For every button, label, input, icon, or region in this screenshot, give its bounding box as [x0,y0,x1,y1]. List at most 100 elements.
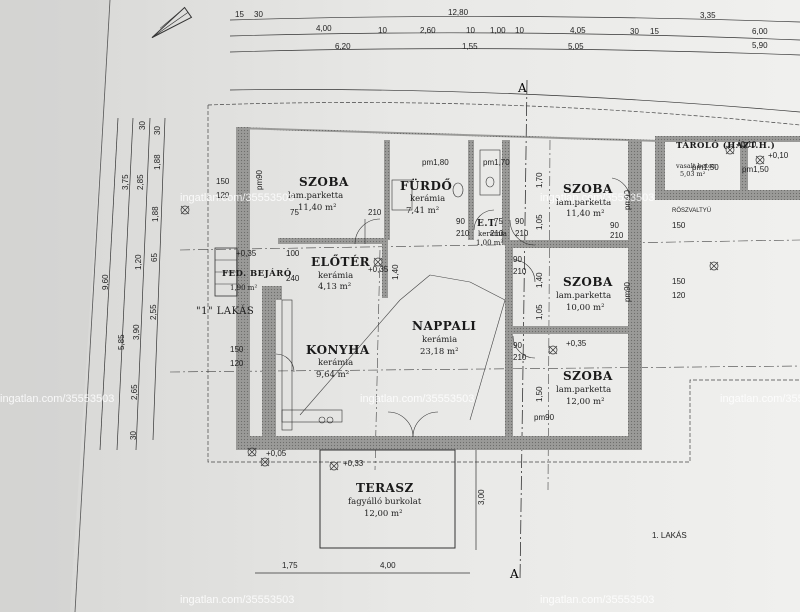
opening-text: pm1,80 [422,158,449,167]
room-area: 11,40 m² [566,209,605,219]
room-szoba-4: SZOBA lam.parketta 12,00 m² [556,369,613,407]
dim-text: 5,90 [752,41,768,50]
dim-text: 2,60 [420,26,436,35]
watermark-text: ingatlan.com/35553503 [540,594,654,606]
room-area: 10,00 m² [566,303,605,313]
room-floor: kerámia [318,357,353,368]
elevation-text: +0,05 [266,449,287,458]
dim-text: 2,55 [149,304,158,320]
door-size-text: 150 [672,277,686,286]
dim-text: 15 [235,10,244,19]
room-name: SZOBA [563,369,613,383]
door-size-text: 210 [513,267,527,276]
dim-text: 9,60 [101,274,110,290]
door-size-text: 90 [515,217,524,226]
elevation-text: +0,35 [368,265,389,274]
room-floor: lam.parketta [556,198,611,208]
elevation-text: +0,35 [566,339,587,348]
north-arrow-icon [151,6,193,39]
room-name: TÁROLÓ (HÁZT.H.) [676,139,775,151]
room-name: FED. BEJÁRÓ [222,267,292,279]
dim-text: 1,55 [462,42,478,51]
dim-text: 1,00 [490,26,506,35]
section-mark-top: A [517,81,527,95]
dim-text: 5,05 [568,42,584,51]
dim-text: 30 [138,121,147,130]
opening-labels: pm1,80 pm90 pm1,50 pm1,70 pm90 pm90 pm90… [255,158,769,422]
room-area: 5,03 m² [680,170,706,178]
room-tarolo: TÁROLÓ (HÁZT.H.) vasalt beton 5,03 m² [675,139,775,178]
dim-text: 12,80 [448,8,469,17]
room-terasz: TERASZ fagyálló burkolat 12,00 m² [348,481,422,519]
top-dim-row2: 4,00 10 2,60 10 1,00 10 4,05 30 15 6,00 [316,24,768,36]
dim-text: 1,75 [282,561,298,570]
room-floor: lam.parketta [556,385,611,395]
dim-text: 4,00 [316,24,332,33]
opening-text: pm90 [255,169,264,190]
room-name: SZOBA [563,182,613,196]
watermark-text: ingatlan.com/35553503 [360,393,474,405]
door-size-text: 90 [610,221,619,230]
door-size-text: 120 [230,359,244,368]
door-size-text: 120 [216,191,230,200]
top-dim-row3: 6,20 1,55 5,05 5,90 [335,41,768,51]
door-size-text: 210 [368,208,382,217]
door-size-text: 100 [286,249,300,258]
room-konyha: KONYHA kerámia 9,64 m² [306,343,370,380]
section-mark-bottom: A [509,567,519,581]
door-size-text: 240 [286,274,300,283]
door-size-text: 90 [456,217,465,226]
dim-text: 4,00 [380,561,396,570]
storage-annex [655,136,800,200]
room-name: ELŐTÉR [311,254,371,269]
door-size-text: 90 [513,341,522,350]
elevation-text: +0,35 [236,249,257,258]
door-size-text: 150 [672,221,686,230]
door-size-text: 210 [456,229,470,238]
room-name: NAPPALI [412,319,476,333]
wall-height-text: 1,40 [391,264,400,280]
elevation-text: +0,10 [768,151,789,160]
sheet-border-left [74,0,111,612]
watermark-text: ingatlan.com/35553503 [0,393,114,405]
watermark-text: ingatlan.com/35553503 [540,192,654,204]
left-dimension-chains [99,117,166,451]
room-name: KONYHA [306,343,370,357]
room-floor: lam.parketta [288,191,343,201]
dim-text: 1,88 [151,206,160,222]
bottom-dims: 1,75 4,00 3,00 [255,450,486,574]
door-size-text: 120 [672,291,686,300]
watermark-text: ingatlan.com/35553503 [720,393,800,405]
covered-entrance [214,247,238,297]
door-size-text: 90 [513,255,522,264]
watermarks: ingatlan.com/35553503 ingatlan.com/35553… [0,192,800,606]
room-floor: kerámia [422,334,457,345]
bathroom-fixtures [391,149,501,211]
dim-text: 1,88 [153,154,162,170]
door-size-text: 150 [216,177,230,186]
dim-text: 30 [630,27,639,36]
door-size-text: 75 [290,208,299,217]
room-name: E.T. [477,219,498,229]
room-nappali: NAPPALI kerámia 23,18 m² [412,319,476,357]
wall-height-text: 1,50 [535,386,544,402]
dim-text: 10 [515,26,524,35]
room-floor: fagyálló burkolat [348,496,422,507]
elevation-labels: +0,35 +0,35 +0,35 +0,05 +0,33 +0,10 +0,1… [236,140,789,468]
room-eloter: ELŐTÉR kerámia 4,13 m² [311,254,371,292]
dim-text: 6,00 [752,27,768,36]
misc-label: RÖSZVALTYÚ [672,207,711,214]
dim-text: 30 [153,126,162,135]
dim-text: 6,20 [335,42,351,51]
dim-text: 2,65 [130,384,139,400]
elevation-text: +0,33 [343,459,364,468]
room-area: 12,00 m² [364,509,403,519]
door-size-text: 75 [494,217,503,226]
elevation-markers [180,145,765,471]
unit-label-2: 1. LAKÁS [652,531,687,540]
room-floor: lam.parketta [556,291,611,301]
room-area: 9,64 m² [316,370,349,380]
room-szoba-2: SZOBA lam.parketta 11,40 m² [556,182,613,219]
